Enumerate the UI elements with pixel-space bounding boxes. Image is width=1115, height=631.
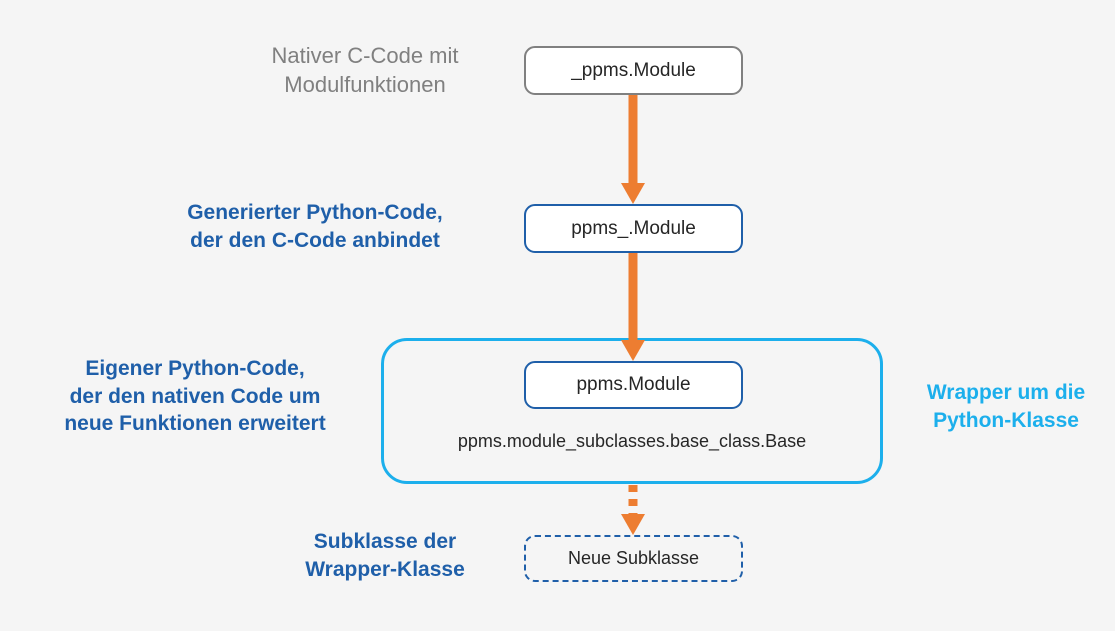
node-wrapper-module[interactable]: ppms.Module (524, 361, 743, 409)
label-own-python-code: Eigener Python-Code, der den nativen Cod… (64, 357, 326, 436)
label-native-c-code: Nativer C-Code mit Modulfunktionen (271, 43, 459, 98)
label-wrapper-around-python-class: Wrapper um die Python-Klasse (926, 381, 1086, 432)
arrow-wrapper-to-subclass (621, 485, 645, 535)
label-subclass-of-wrapper: Subklasse der Wrapper-Klasse (305, 530, 465, 581)
arrow-native-to-generated (621, 95, 645, 204)
arrow-generated-to-module (621, 253, 645, 361)
node-generated-module[interactable]: ppms_.Module (524, 204, 743, 253)
node-native-module[interactable]: _ppms.Module (524, 46, 743, 95)
node-new-subclass[interactable]: Neue Subklasse (524, 535, 743, 582)
node-base-class-path: ppms.module_subclasses.base_class.Base (457, 431, 807, 451)
label-generated-python-code: Generierter Python-Code, der den C-Code … (187, 201, 443, 252)
